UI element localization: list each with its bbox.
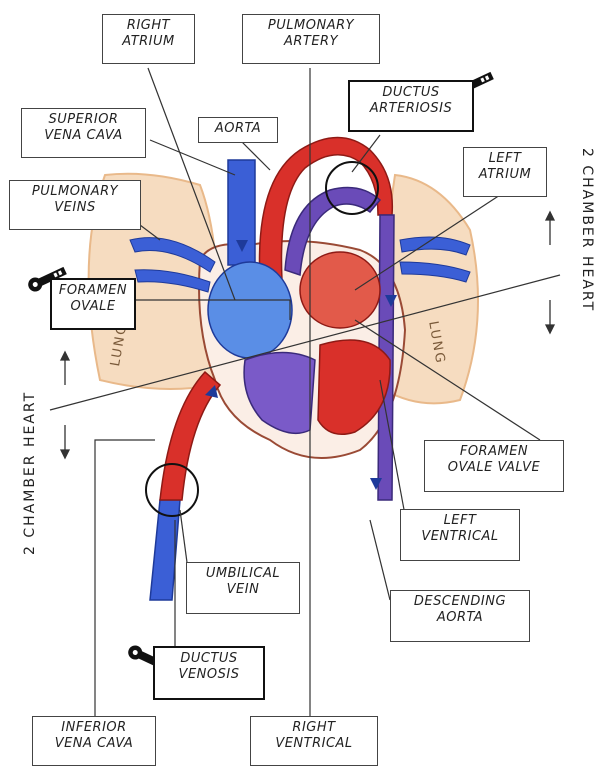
side-text-right: 2 CHAMBER HEART: [579, 148, 595, 312]
right-atrium-chamber: [208, 262, 292, 358]
label-aorta: AORTA: [198, 117, 278, 143]
side-text-left: 2 CHAMBER HEART: [22, 391, 38, 555]
left-atrium-chamber: [300, 252, 380, 328]
